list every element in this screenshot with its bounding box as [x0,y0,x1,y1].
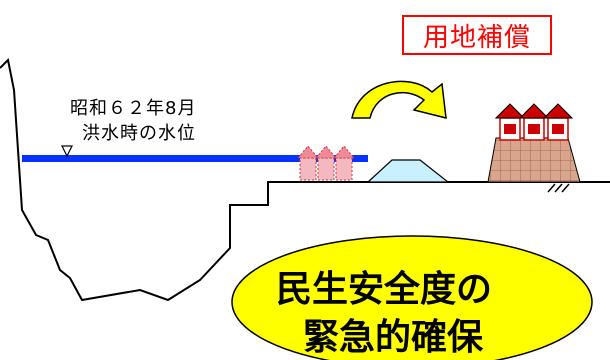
relocated-houses-group [494,103,574,141]
land-compensation-label: 用地補償 [422,22,531,53]
raised-land-mound [487,137,581,183]
ground-profile-line [0,57,610,302]
house-icon [332,145,356,181]
flood-level-label-line1: 昭和６２年8月 [70,98,197,119]
relocation-arrow-icon [351,80,447,119]
flood-water-level-line [22,155,368,162]
houses-at-risk-group [296,145,356,181]
flood-level-label-line2: 洪水時の水位 [82,123,196,144]
highlight-oval [231,235,593,360]
land-compensation-box: 用地補償 [402,15,552,55]
oval-text-line1: 民生安全度の [276,269,493,310]
house-icon [314,145,338,181]
ground-hatch-marks [547,183,570,193]
house-icon [518,103,550,141]
house-icon [542,103,574,141]
levee-embankment [366,159,450,183]
house-icon [494,103,526,141]
water-level-marker-icon [61,145,73,158]
house-icon [296,145,320,181]
oval-text-line2: 緊急的確保 [303,317,484,358]
